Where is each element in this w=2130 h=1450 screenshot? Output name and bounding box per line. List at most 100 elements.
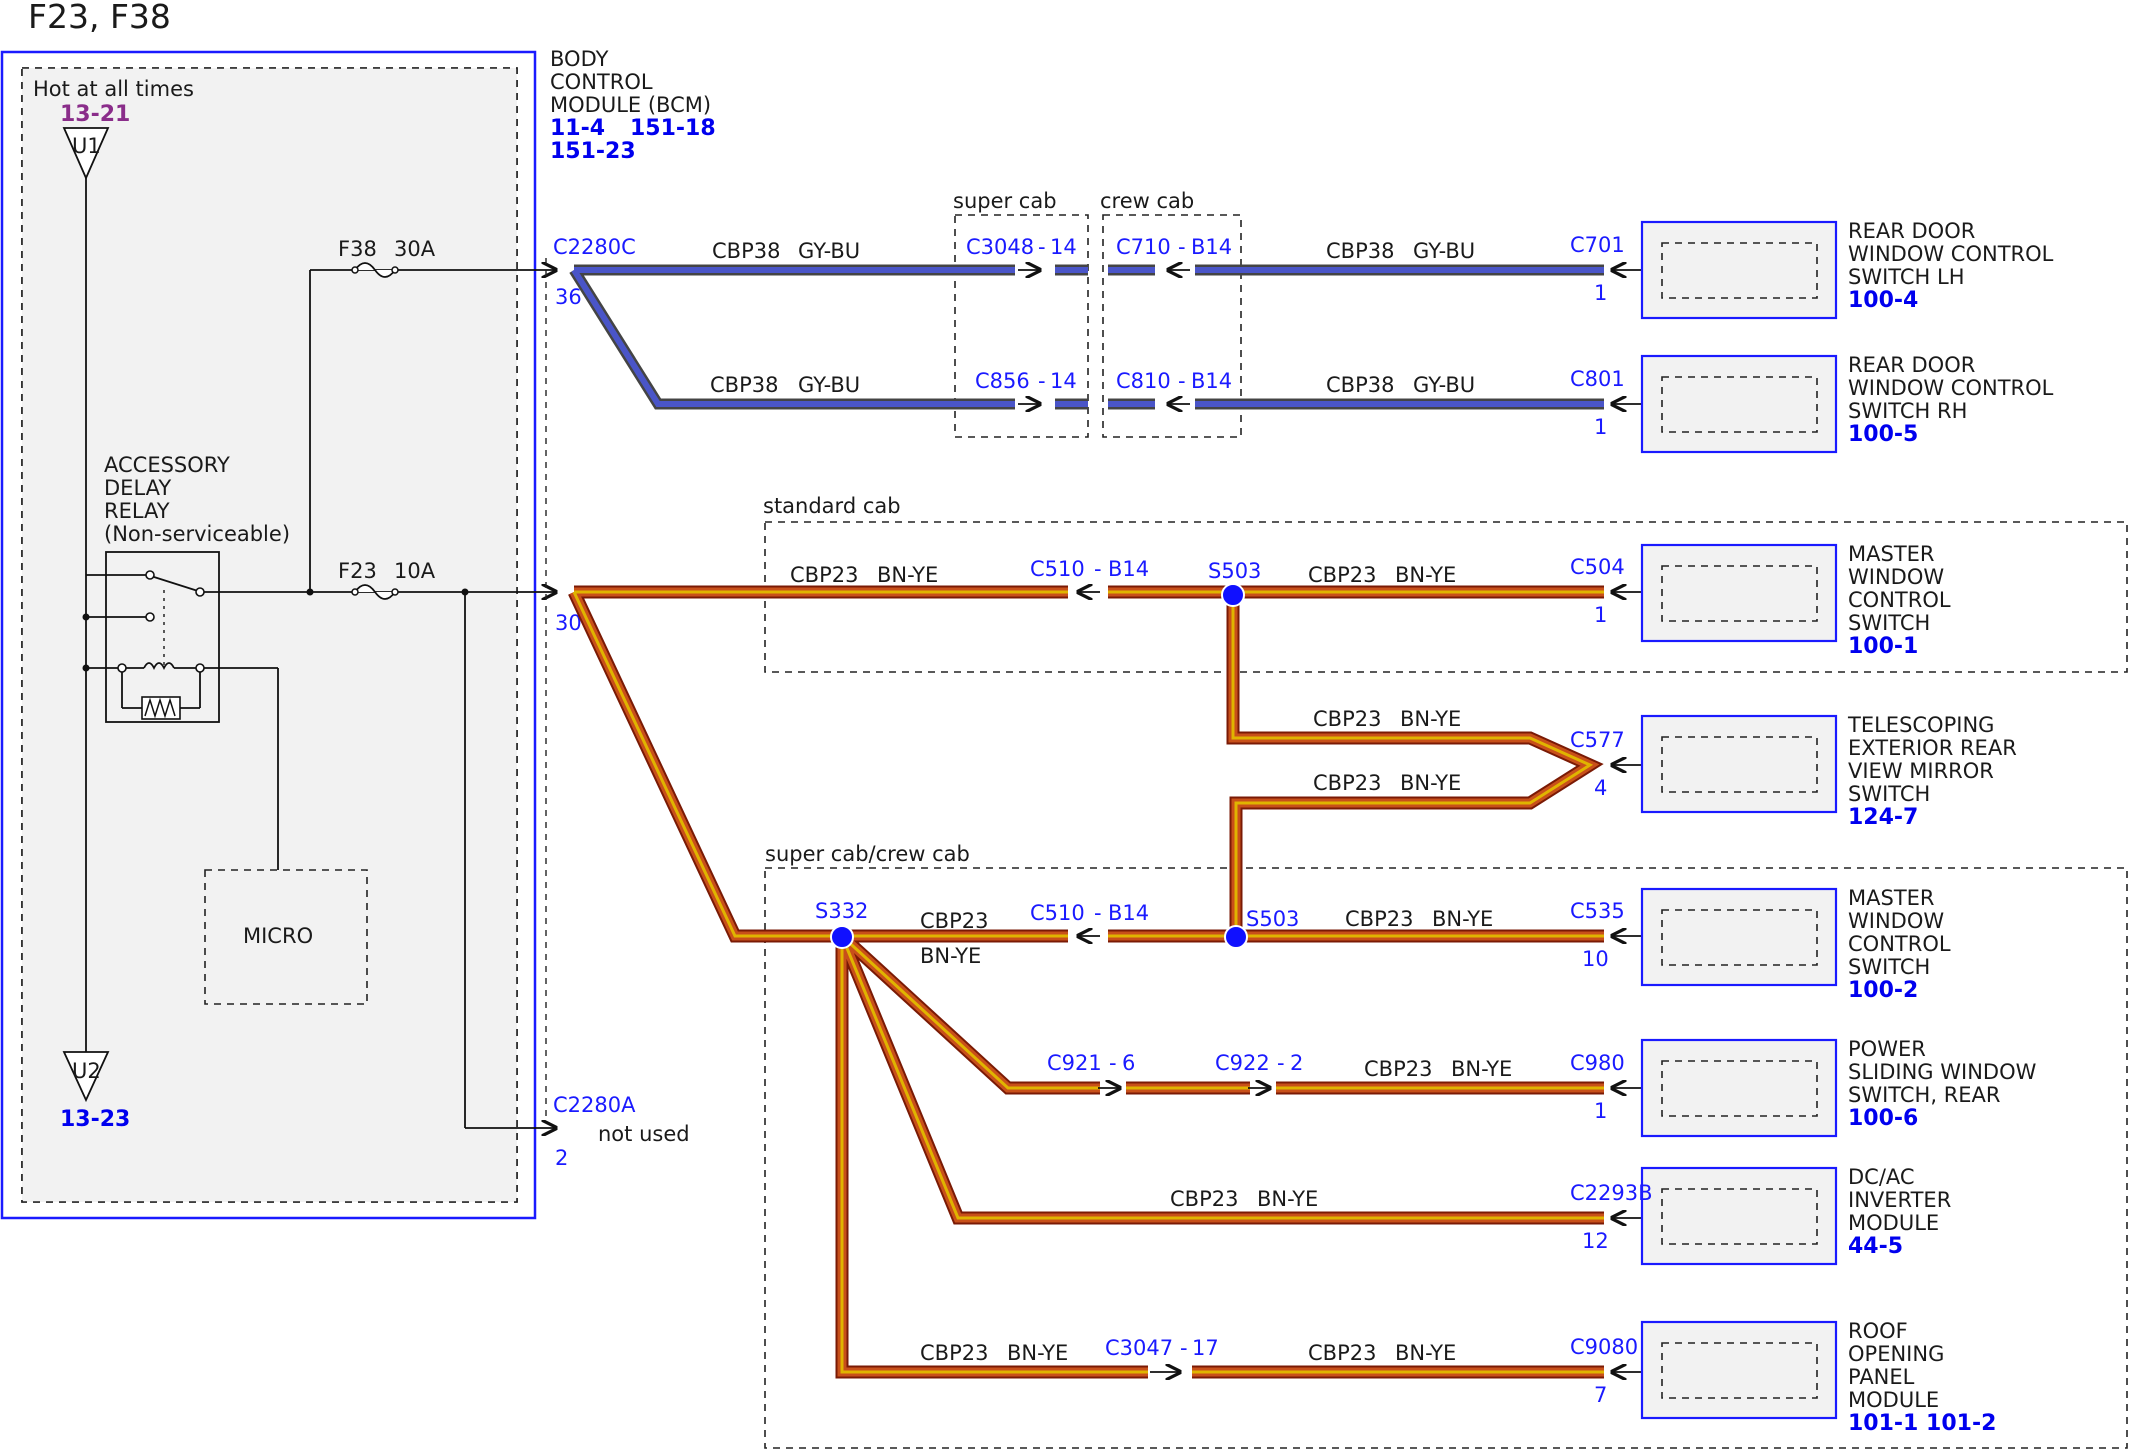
page-title: F23, F38 <box>28 0 171 36</box>
module-box[interactable] <box>1640 543 1838 643</box>
splice-s503-standard[interactable] <box>1221 583 1245 607</box>
module-connector[interactable]: C980 <box>1570 1051 1625 1075</box>
connector-c921[interactable]: C921 <box>1047 1051 1102 1075</box>
module-ref[interactable]: 44-5 <box>1848 1234 1903 1259</box>
pin-30: 30 <box>555 611 582 635</box>
connector-c510-super[interactable]: C510 <box>1030 901 1085 925</box>
u2-terminal-icon <box>62 1051 110 1103</box>
module-name-line: SWITCH LH <box>1848 265 1965 289</box>
module-ref[interactable]: 124-7 <box>1848 805 1918 830</box>
hot-at-all-times-label: Hot at all times <box>33 77 194 101</box>
super-crew-cab-label: super cab/crew cab <box>765 842 970 866</box>
module-ref[interactable]: 100-4 <box>1848 288 1918 313</box>
module-name-line: ROOF <box>1848 1319 1908 1343</box>
connector-c510-standard-pin: B14 <box>1108 557 1149 581</box>
module-name-line: WINDOW <box>1848 565 1944 589</box>
circuit-color: GY-BU <box>1413 239 1475 263</box>
connector-c3047[interactable]: C3047 <box>1105 1336 1173 1360</box>
fuse-f23-label: F23 <box>338 559 377 583</box>
connector-c510-standard[interactable]: C510 <box>1030 557 1085 581</box>
connector-c710-pin: B14 <box>1191 235 1232 259</box>
connector-dash: - <box>1038 369 1046 393</box>
module-connector[interactable]: C577 <box>1570 728 1625 752</box>
module-inner-box <box>1661 736 1818 793</box>
circuit-label: CBP23 <box>1308 563 1376 587</box>
fuse-f38-label: F38 <box>338 237 377 261</box>
relay-label-3: RELAY <box>104 499 170 523</box>
splice-s332[interactable] <box>830 925 854 949</box>
module-box[interactable] <box>1640 354 1838 454</box>
module-ref[interactable]: 101-1 101-2 <box>1848 1411 1996 1436</box>
fuse-f23-amp: 10A <box>394 559 436 583</box>
u1-ref[interactable]: 13-21 <box>60 102 130 127</box>
connector-c810[interactable]: C810 <box>1116 369 1171 393</box>
module-name-line: MASTER <box>1848 886 1935 910</box>
module-box[interactable] <box>1640 1166 1838 1266</box>
module-ref[interactable]: 100-2 <box>1848 978 1918 1003</box>
module-connector[interactable]: C504 <box>1570 555 1625 579</box>
module-name-line: REAR DOOR <box>1848 353 1975 377</box>
relay-coil-icon <box>143 662 175 671</box>
fuse-f38-amp: 30A <box>394 237 436 261</box>
connector-c922[interactable]: C922 <box>1215 1051 1270 1075</box>
pin-36: 36 <box>555 285 582 309</box>
module-box[interactable] <box>1640 1320 1838 1420</box>
module-box[interactable] <box>1640 220 1838 320</box>
module-box[interactable] <box>1640 714 1838 814</box>
bcm-name-line-1: BODY <box>550 47 609 71</box>
module-box[interactable] <box>1640 887 1838 987</box>
circuit-color: GY-BU <box>1413 373 1475 397</box>
bcm-ref-2[interactable]: 151-18 <box>630 116 716 141</box>
connector-c2280a[interactable]: C2280A <box>553 1093 636 1117</box>
module-connector[interactable]: C2293B <box>1570 1181 1653 1205</box>
module-ref[interactable]: 100-5 <box>1848 422 1918 447</box>
crew-cab-region <box>1102 214 1242 438</box>
module-pin: 1 <box>1594 415 1607 439</box>
module-ref[interactable]: 100-6 <box>1848 1106 1918 1131</box>
connector-dash: - <box>1180 1336 1188 1360</box>
connector-c2280c[interactable]: C2280C <box>553 235 636 259</box>
super-cab-region <box>954 214 1089 438</box>
relay-label-1: ACCESSORY <box>104 453 230 477</box>
super-crew-cab-region <box>764 867 2128 1449</box>
bnye-wire-group <box>568 585 1604 1379</box>
module-inner-box <box>1661 1188 1818 1245</box>
connector-c510-super-pin: B14 <box>1108 901 1149 925</box>
gybu-wire-group <box>569 264 1604 410</box>
u2-ref[interactable]: 13-23 <box>60 1107 130 1132</box>
micro-box <box>204 869 368 1005</box>
splice-s503-super[interactable] <box>1224 925 1248 949</box>
module-connector[interactable]: C9080 <box>1570 1335 1638 1359</box>
module-connector[interactable]: C701 <box>1570 233 1625 257</box>
connector-c810-pin: B14 <box>1191 369 1232 393</box>
circuit-color: BN-YE <box>920 944 981 968</box>
connector-c3047-pin: 17 <box>1192 1336 1219 1360</box>
relay-box <box>105 551 220 723</box>
bcm-ref-3[interactable]: 151-23 <box>550 139 636 164</box>
connector-c3048[interactable]: C3048 <box>966 235 1034 259</box>
circuit-label: CBP23 <box>1170 1187 1238 1211</box>
module-connector[interactable]: C535 <box>1570 899 1625 923</box>
module-name-line: POWER <box>1848 1037 1926 1061</box>
connector-c856[interactable]: C856 <box>975 369 1030 393</box>
module-connector[interactable]: C801 <box>1570 367 1625 391</box>
module-name-line: SWITCH, REAR <box>1848 1083 2001 1107</box>
connector-c710[interactable]: C710 <box>1116 235 1171 259</box>
circuit-label: CBP38 <box>710 373 778 397</box>
circuit-label: CBP23 <box>790 563 858 587</box>
splice-s503-super-label: S503 <box>1246 907 1299 931</box>
relay-label-2: DELAY <box>104 476 171 500</box>
micro-label: MICRO <box>243 924 313 948</box>
module-name-line: SLIDING WINDOW <box>1848 1060 2037 1084</box>
module-inner-box <box>1661 242 1818 299</box>
bcm-ref-1[interactable]: 11-4 <box>550 116 605 141</box>
module-ref[interactable]: 100-1 <box>1848 634 1918 659</box>
module-box[interactable] <box>1640 1038 1838 1138</box>
circuit-color: BN-YE <box>1400 771 1461 795</box>
module-pin: 10 <box>1582 947 1609 971</box>
